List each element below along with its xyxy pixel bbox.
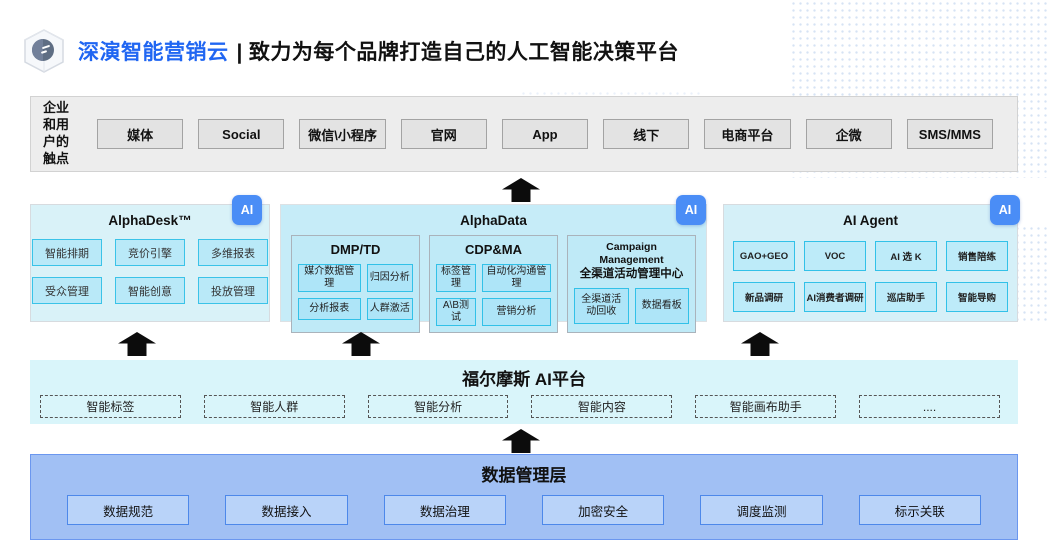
ai-platform-items: 智能标签 智能人群 智能分析 智能内容 智能画布助手 .... (30, 390, 1018, 418)
cdp-ma-item: 标签管理 (436, 264, 476, 292)
ai-badge: AI (676, 195, 706, 225)
ai-agent-item: AI消费者调研 (804, 282, 866, 312)
alphadesk-item: 多维报表 (198, 239, 268, 266)
page-title: 深演智能营销云 |致力为每个品牌打造自己的人工智能决策平台 (78, 36, 679, 66)
data-layer-title: 数据管理层 (481, 466, 567, 485)
ai-agent-item: 新品调研 (733, 282, 795, 312)
touchpoint-item: 官网 (400, 119, 487, 149)
alphadesk-item: 竞价引擎 (115, 239, 185, 266)
up-arrow (342, 332, 380, 356)
touchpoint-item: 微信\小程序 (299, 119, 386, 149)
ai-platform-item: 智能画布助手 (695, 395, 837, 418)
ai-agent-item: AI 选 K (875, 241, 937, 271)
alphadesk-items: 智能排期 竞价引擎 多维报表 受众管理 智能创意 投放管理 (31, 239, 269, 304)
data-layer-items: 数据规范 数据接入 数据治理 加密安全 调度监测 标示关联 (31, 486, 1017, 525)
up-arrow (118, 332, 156, 356)
up-arrow (502, 178, 540, 202)
ai-agent-panel: AI AI Agent GAO+GEO VOC AI 选 K 销售陪练 新品调研… (723, 195, 1020, 322)
ai-agent-item: 销售陪练 (946, 241, 1008, 271)
alphadesk-title: AlphaDesk™ (108, 213, 192, 228)
ai-agent-item: 智能导购 (946, 282, 1008, 312)
ai-platform-item: 智能内容 (531, 395, 673, 418)
data-layer-item: 调度监测 (700, 495, 823, 525)
cdp-ma-title: CDP&MA (464, 242, 523, 257)
dmp-td-title: DMP/TD (330, 242, 381, 257)
alphadesk-item: 受众管理 (32, 277, 102, 304)
cdp-ma-group: CDP&MA 标签管理 自动化沟通管理 A\B测试 营销分析 (429, 235, 558, 333)
touchpoints-section: 企业 和用 户的 触点 媒体 Social 微信\小程序 官网 App 线下 电… (30, 96, 1018, 172)
ai-badge: AI (990, 195, 1020, 225)
alphadata-groups: DMP/TD 媒介数据管理 归因分析 分析报表 人群激活 (281, 228, 706, 333)
alphadesk-item: 智能创意 (115, 277, 185, 304)
alphadesk-panel: AI AlphaDesk™ 智能排期 竞价引擎 多维报表 受众管理 智能创意 投… (30, 195, 270, 322)
campaign-item: 数据看板 (634, 287, 689, 324)
dmp-td-items: 媒介数据管理 归因分析 分析报表 人群激活 (298, 264, 413, 320)
ai-platform-item: 智能人群 (203, 395, 345, 418)
ai-agent-title: AI Agent (843, 213, 898, 228)
alphadata-title: AlphaData (460, 213, 527, 228)
ai-platform-section: 福尔摩斯 AI平台 智能标签 智能人群 智能分析 智能内容 智能画布助手 ...… (30, 360, 1018, 424)
touchpoint-item: App (501, 119, 589, 149)
dmp-td-item: 人群激活 (366, 298, 413, 320)
header: 深演智能营销云 |致力为每个品牌打造自己的人工智能决策平台 (20, 27, 679, 75)
dmp-td-item: 媒介数据管理 (298, 264, 361, 292)
campaign-management-group: Campaign Management 全渠道活动管理中心 全渠道活动回收 数据… (567, 235, 696, 333)
data-layer-section: 数据管理层 数据规范 数据接入 数据治理 加密安全 调度监测 标示关联 (30, 454, 1018, 540)
alphadesk-item: 投放管理 (198, 277, 268, 304)
touchpoint-item: 电商平台 (704, 119, 791, 149)
title-separator: | (236, 41, 243, 64)
up-arrow (741, 332, 779, 356)
touchpoint-item: 企微 (805, 119, 892, 149)
cdp-ma-items: 标签管理 自动化沟通管理 A\B测试 营销分析 (436, 264, 551, 326)
dmp-td-item: 分析报表 (298, 298, 361, 320)
alphadesk-item: 智能排期 (32, 239, 102, 266)
ai-agent-item: GAO+GEO (733, 241, 795, 271)
ai-platform-item: 智能标签 (40, 395, 181, 418)
up-arrow (502, 429, 540, 453)
campaign-items: 全渠道活动回收 数据看板 (574, 287, 689, 324)
cdp-ma-item: A\B测试 (436, 298, 476, 326)
touchpoint-item: 线下 (603, 119, 690, 149)
cdp-ma-item: 自动化沟通管理 (481, 264, 551, 292)
touchpoint-item: 媒体 (97, 119, 184, 149)
ai-agent-panel-body: AI AI Agent GAO+GEO VOC AI 选 K 销售陪练 新品调研… (723, 195, 1020, 322)
ai-badge: AI (232, 195, 262, 225)
alphadesk-panel-body: AI AlphaDesk™ 智能排期 竞价引擎 多维报表 受众管理 智能创意 投… (30, 195, 270, 322)
touchpoint-item: SMS/MMS (906, 119, 993, 149)
data-layer-item: 加密安全 (541, 495, 665, 525)
alphadata-panel: AI AlphaData DMP/TD 媒介数据管理 归因分析 分析报表 人 (280, 195, 707, 333)
brand-logo-icon (24, 29, 64, 73)
tagline: 致力为每个品牌打造自己的人工智能决策平台 (248, 41, 679, 64)
data-layer-item: 数据接入 (225, 495, 348, 525)
ai-agent-item: 巡店助手 (875, 282, 937, 312)
cdp-ma-item: 营销分析 (481, 298, 551, 326)
campaign-title-en: Campaign Management (599, 241, 664, 267)
data-layer-item: 标示关联 (858, 495, 981, 525)
ai-agent-item: VOC (804, 241, 866, 271)
campaign-title-cn: 全渠道活动管理中心 (579, 268, 684, 281)
ai-platform-item: .... (859, 395, 1000, 418)
campaign-management-title: Campaign Management 全渠道活动管理中心 (574, 241, 689, 282)
touchpoint-item: Social (198, 119, 285, 149)
alphadata-panel-body: AI AlphaData DMP/TD 媒介数据管理 归因分析 分析报表 人 (280, 195, 707, 333)
brand-name: 深演智能营销云 (78, 41, 229, 64)
data-layer-item: 数据治理 (383, 495, 506, 525)
campaign-item: 全渠道活动回收 (574, 287, 629, 324)
data-layer-item: 数据规范 (67, 495, 190, 525)
dmp-td-item: 归因分析 (366, 264, 413, 292)
ai-platform-item: 智能分析 (367, 395, 509, 418)
ai-platform-title: 福尔摩斯 AI平台 (462, 370, 586, 389)
touchpoints-label: 企业 和用 户的 触点 (43, 100, 70, 166)
dmp-td-group: DMP/TD 媒介数据管理 归因分析 分析报表 人群激活 (291, 235, 420, 333)
touchpoints-list: 媒体 Social 微信\小程序 官网 App 线下 电商平台 企微 SMS/M… (89, 119, 1017, 149)
ai-agent-items: GAO+GEO VOC AI 选 K 销售陪练 新品调研 AI消费者调研 巡店助… (724, 241, 1017, 312)
